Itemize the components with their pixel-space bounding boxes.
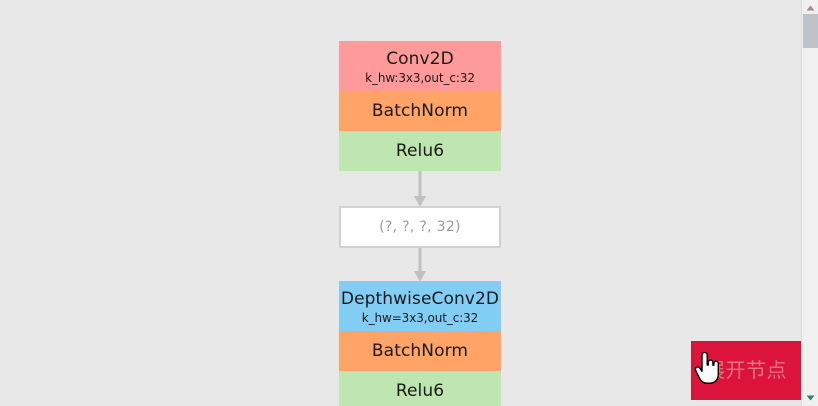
layer-conv2d-params: k_hw:3x3,out_c:32 bbox=[365, 70, 475, 85]
tensor-shape-label: (?, ?, ?, 32) bbox=[379, 219, 461, 235]
layer-relu6-title: Relu6 bbox=[395, 140, 445, 161]
graph-edge-conv2d-to-shape bbox=[412, 171, 428, 207]
layer-depthwiseconv2d-params: k_hw=3x3,out_c:32 bbox=[361, 310, 479, 325]
graph-node-depthwiseconv2d[interactable]: DepthwiseConv2D k_hw=3x3,out_c:32 BatchN… bbox=[339, 281, 501, 406]
layer-relu6-title: Relu6 bbox=[395, 380, 445, 401]
arrow-down-icon bbox=[414, 248, 426, 282]
graph-node-tensor-shape[interactable]: (?, ?, ?, 32) bbox=[339, 206, 501, 248]
layer-batchnorm[interactable]: BatchNorm bbox=[339, 91, 501, 131]
graph-edge-shape-to-dwconv2d bbox=[412, 248, 428, 282]
layer-batchnorm[interactable]: BatchNorm bbox=[339, 331, 501, 371]
vertical-scrollbar[interactable] bbox=[801, 0, 818, 406]
graph-node-conv2d[interactable]: Conv2D k_hw:3x3,out_c:32 BatchNorm Relu6 bbox=[339, 41, 501, 171]
scrollbar-arrow-down[interactable] bbox=[802, 390, 818, 406]
expand-node-button-label: 展开节点 bbox=[705, 359, 787, 382]
graph-canvas[interactable]: Conv2D k_hw:3x3,out_c:32 BatchNorm Relu6… bbox=[0, 0, 801, 406]
scrollbar-thumb[interactable] bbox=[803, 14, 818, 48]
layer-depthwiseconv2d[interactable]: DepthwiseConv2D k_hw=3x3,out_c:32 bbox=[339, 281, 501, 331]
layer-conv2d-title: Conv2D bbox=[386, 48, 454, 69]
layer-relu6[interactable]: Relu6 bbox=[339, 371, 501, 406]
layer-relu6[interactable]: Relu6 bbox=[339, 131, 501, 171]
triangle-down-icon bbox=[806, 395, 814, 401]
scrollbar-arrow-up[interactable] bbox=[802, 0, 818, 16]
layer-depthwiseconv2d-title: DepthwiseConv2D bbox=[340, 288, 500, 309]
arrow-down-icon bbox=[414, 171, 426, 207]
triangle-up-icon bbox=[806, 5, 814, 11]
expand-node-button[interactable]: 展开节点 bbox=[691, 341, 801, 400]
layer-batchnorm-title: BatchNorm bbox=[371, 100, 469, 121]
layer-batchnorm-title: BatchNorm bbox=[371, 340, 469, 361]
layer-conv2d[interactable]: Conv2D k_hw:3x3,out_c:32 bbox=[339, 41, 501, 91]
